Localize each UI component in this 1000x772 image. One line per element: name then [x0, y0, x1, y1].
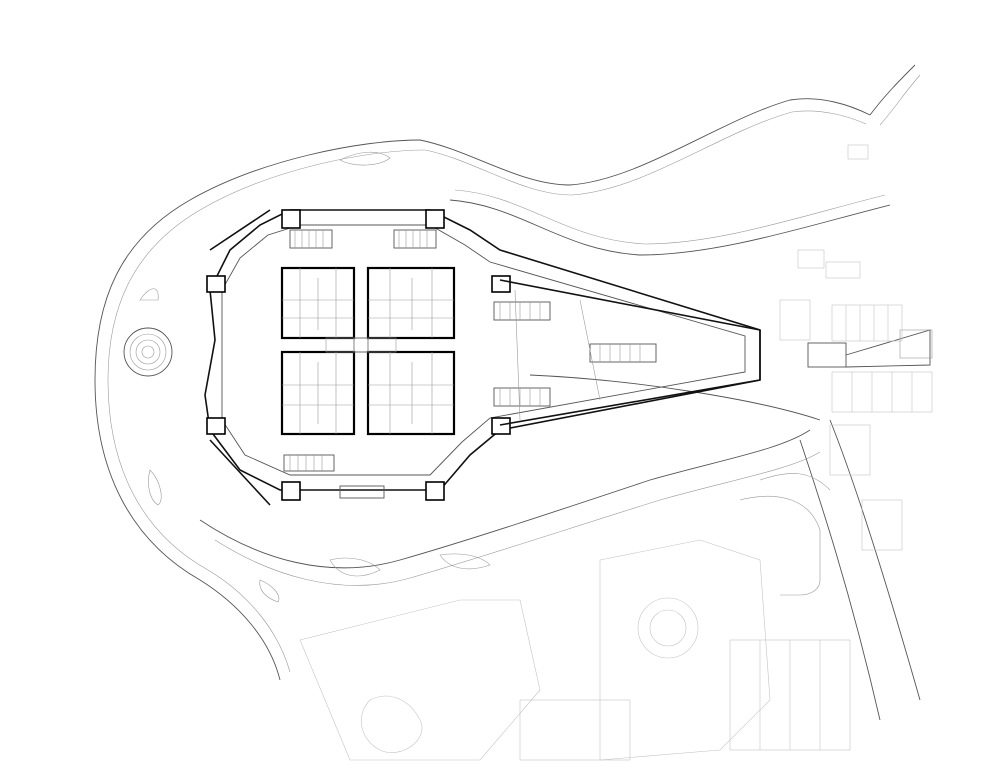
site-road-outline	[94, 64, 921, 721]
atrium-walls	[209, 209, 761, 506]
roundabout-feature	[123, 327, 173, 377]
tower-core	[280, 266, 456, 436]
podium-outline	[204, 209, 761, 491]
lower-context	[299, 144, 869, 761]
structural-columns	[206, 209, 511, 501]
escalators	[283, 229, 657, 499]
entry-canopy	[807, 329, 933, 368]
landscape-marks	[139, 151, 491, 603]
parking-grid	[729, 304, 933, 751]
